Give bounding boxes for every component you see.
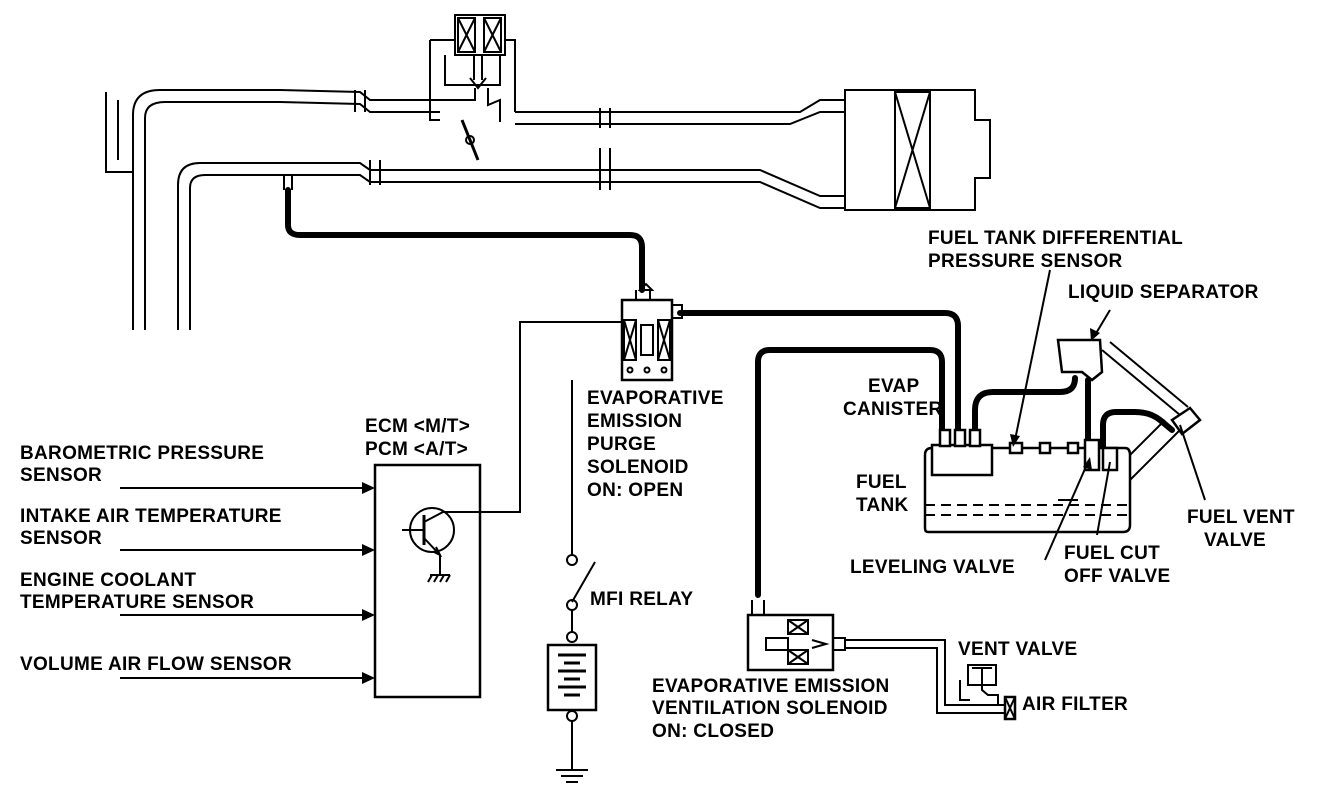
- label-volume-air-flow: VOLUME AIR FLOW SENSOR: [20, 654, 292, 675]
- vapor-line: [992, 441, 1085, 455]
- label-leveling-valve: LEVELING VALVE: [850, 557, 1015, 578]
- label-fuel-tank-diff-sensor-1: FUEL TANK DIFFERENTIAL: [928, 228, 1183, 249]
- idle-air-control-valve: [429, 14, 516, 161]
- leader-lines: [1010, 269, 1206, 561]
- intake-manifold: [105, 89, 991, 330]
- label-purge-solenoid-2: EMISSION: [587, 411, 682, 432]
- label-vent-solenoid-3: ON: CLOSED: [652, 721, 774, 742]
- label-coolant-2: TEMPERATURE SENSOR: [20, 592, 254, 613]
- liquid-separator: [1056, 338, 1104, 382]
- label-vent-valve: VENT VALVE: [958, 639, 1077, 660]
- label-barometric-2: SENSOR: [20, 465, 102, 486]
- label-mfi-relay: MFI RELAY: [590, 589, 693, 610]
- label-pcm: PCM <A/T>: [365, 439, 468, 460]
- label-coolant-1: ENGINE COOLANT: [20, 570, 196, 591]
- label-intake-air-1: INTAKE AIR TEMPERATURE: [20, 506, 282, 527]
- relay-battery: [546, 380, 598, 783]
- label-fuel-cut-2: OFF VALVE: [1064, 566, 1171, 587]
- label-evap-canister-1: EVAP: [868, 376, 920, 397]
- label-vent-solenoid-1: EVAPORATIVE EMISSION: [652, 676, 890, 697]
- label-purge-solenoid-1: EVAPORATIVE: [587, 388, 724, 409]
- ecm-box: [373, 321, 622, 699]
- vent-valve: [959, 664, 999, 705]
- label-fuel-vent-valve-2: VALVE: [1204, 530, 1266, 551]
- air-filter: [1003, 695, 1017, 721]
- label-barometric-1: BAROMETRIC PRESSURE: [20, 443, 264, 464]
- evap-canister: [930, 428, 994, 477]
- label-liquid-separator: LIQUID SEPARATOR: [1068, 282, 1259, 303]
- label-evap-canister-2: CANISTER: [843, 399, 943, 420]
- vacuum-hoses: [285, 187, 1189, 598]
- label-fuel-cut-1: FUEL CUT: [1064, 543, 1160, 564]
- label-purge-solenoid-3: PURGE: [587, 434, 656, 455]
- vent-solenoid: [746, 600, 1005, 714]
- label-purge-solenoid-4: SOLENOID: [587, 457, 689, 478]
- label-purge-solenoid-5: ON: OPEN: [587, 480, 683, 501]
- label-fuel-tank-1: FUEL: [856, 472, 907, 493]
- label-intake-air-2: SENSOR: [20, 528, 102, 549]
- label-fuel-tank-2: TANK: [856, 495, 909, 516]
- purge-solenoid: [620, 282, 683, 382]
- label-fuel-tank-diff-sensor-2: PRESSURE SENSOR: [928, 251, 1123, 272]
- label-air-filter: AIR FILTER: [1022, 694, 1128, 715]
- label-fuel-vent-valve-1: FUEL VENT: [1187, 507, 1295, 528]
- label-vent-solenoid-2: VENTILATION SOLENOID: [652, 698, 888, 719]
- label-ecm: ECM <M/T>: [365, 416, 470, 437]
- sensor-inputs: [120, 482, 375, 684]
